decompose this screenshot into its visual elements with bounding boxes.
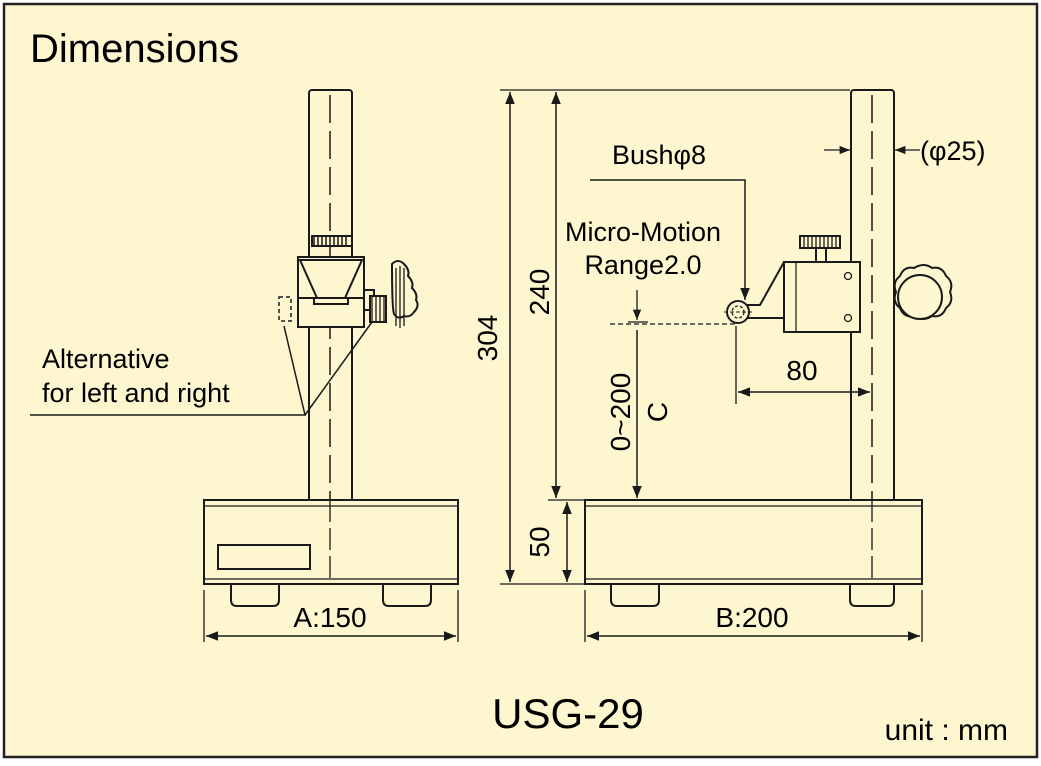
c-label: C bbox=[642, 402, 673, 422]
reach-80-label: 80 bbox=[786, 355, 817, 386]
left-base-display-window bbox=[217, 544, 311, 570]
dimension-b-label: B:200 bbox=[715, 602, 788, 633]
right-foot-right bbox=[849, 585, 895, 607]
dimension-a-label: A:150 bbox=[293, 602, 366, 633]
left-foot-right bbox=[382, 585, 432, 607]
height-240-label: 240 bbox=[524, 269, 555, 316]
bush-label: Bushφ8 bbox=[612, 140, 706, 170]
left-top-knob bbox=[311, 235, 353, 247]
left-foot-left bbox=[230, 585, 280, 607]
right-foot-left bbox=[610, 585, 660, 607]
right-holder-block bbox=[783, 261, 861, 333]
right-view bbox=[500, 89, 953, 642]
bush-leader bbox=[590, 179, 750, 300]
alternative-note-line2: for left and right bbox=[42, 378, 230, 408]
left-view bbox=[30, 89, 459, 642]
drawing-title: Dimensions bbox=[30, 27, 239, 71]
left-alternative-knob-dashed bbox=[278, 296, 292, 322]
micro-motion-label-line1: Micro-Motion bbox=[565, 217, 721, 247]
height-304-label: 304 bbox=[472, 315, 503, 362]
alternative-note-line1: Alternative bbox=[42, 344, 170, 374]
micro-motion-label-line2: Range2.0 bbox=[584, 250, 701, 280]
model-label: USG-29 bbox=[492, 690, 644, 737]
base-50-label: 50 bbox=[524, 526, 555, 557]
unit-note: unit : mm bbox=[885, 714, 1008, 747]
travel-0-200-label: 0~200 bbox=[605, 373, 636, 452]
left-base bbox=[203, 499, 459, 585]
column-diameter-label: (φ25) bbox=[920, 136, 986, 166]
right-base bbox=[584, 499, 923, 585]
left-side-clamp-knob bbox=[369, 295, 387, 323]
